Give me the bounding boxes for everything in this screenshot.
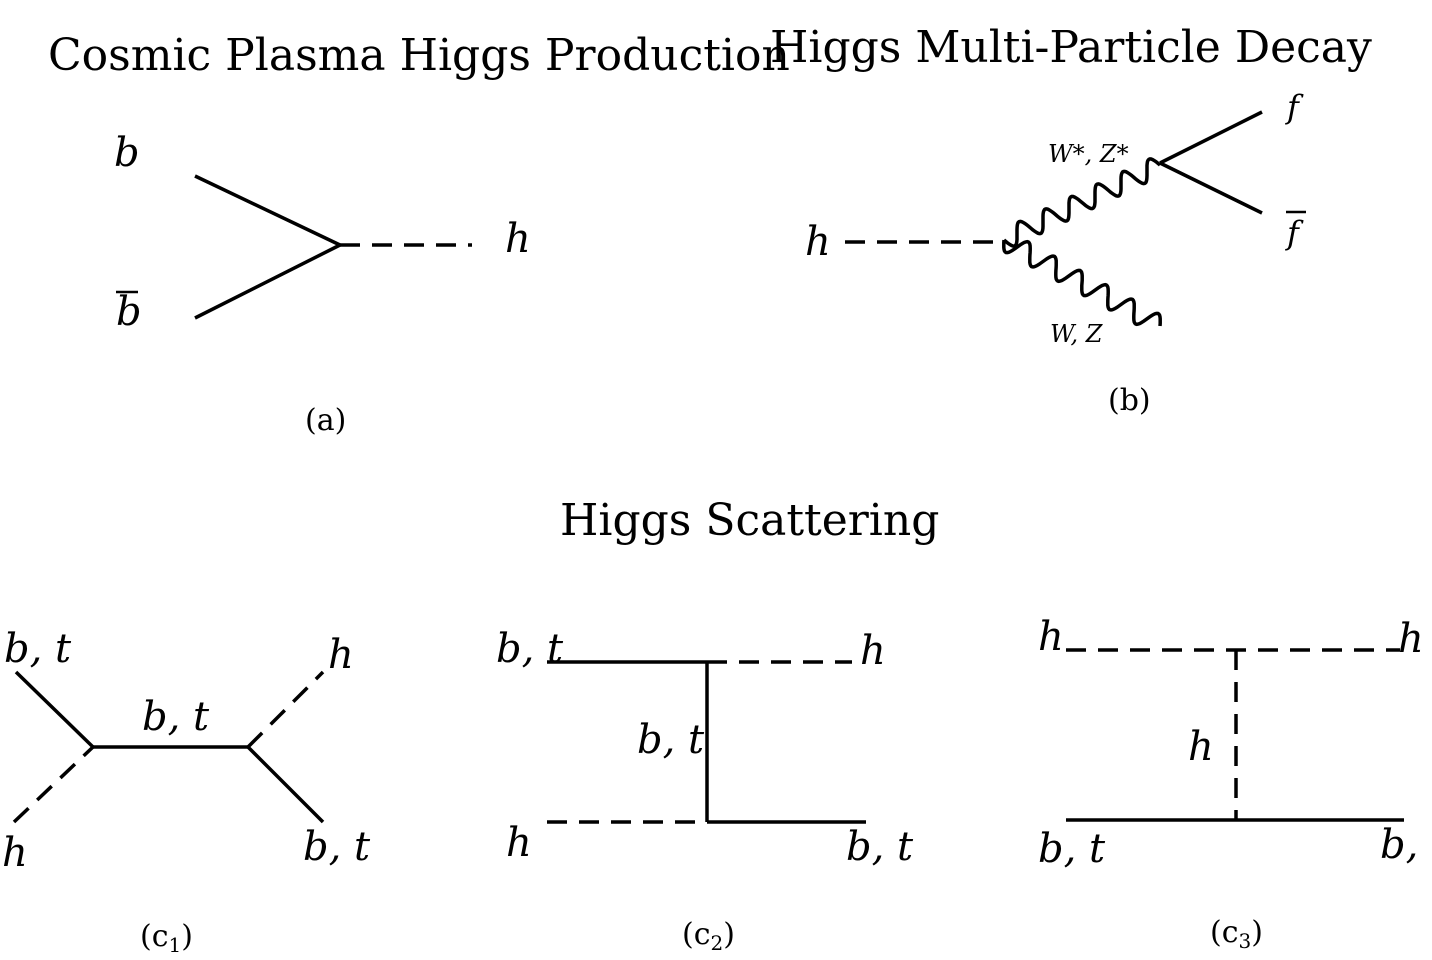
label-propagator: b, t [637,717,705,763]
label-fbar: f [1285,214,1304,252]
fermion-line-fbar [1159,161,1263,215]
fermion-line-b [194,174,341,247]
diagram-c3: h b, t h h b, t (c3) [1038,614,1432,953]
higgs-line-in [12,745,95,824]
label-h: h [505,216,531,262]
label-out-top: h [860,628,886,674]
higgs-line-out [246,670,325,749]
label-in-bottom: h [2,830,28,876]
label-h: h [805,219,831,265]
title-decay: Higgs Multi-Particle Decay [770,22,1372,73]
caption-b: (b) [1108,383,1151,418]
fermion-line-out [246,745,325,824]
title-production: Cosmic Plasma Higgs Production [48,30,790,81]
label-in-top: b, t [496,626,564,672]
fermion-line-bbar [194,243,341,320]
fermion-line-f [1159,110,1263,165]
diagram-a: b b h (a) [114,130,531,438]
diagram-c2: b, t h b, t h b, t (c2) [496,626,914,955]
label-out-bottom: b, t [1380,822,1432,868]
label-out-bottom: b, t [846,824,914,870]
label-in-bottom: b, t [1038,826,1106,872]
label-b: b [114,130,140,176]
label-out-top: h [328,632,354,678]
virtual-boson-line [1002,157,1162,248]
label-out-top: h [1398,616,1424,662]
label-in-top: b, t [4,626,72,672]
boson-line [1002,239,1162,327]
caption-c2: (c2) [682,917,735,955]
caption-c3: (c3) [1210,915,1263,953]
label-propagator: h [1188,724,1214,770]
label-virtual-boson: W*, Z* [1048,140,1129,168]
label-out-bottom: b, t [303,824,371,870]
fermion-line-in [14,670,95,749]
title-scattering: Higgs Scattering [560,495,939,546]
caption-c1: (c1) [140,919,193,957]
label-f: f [1285,88,1304,126]
diagram-b: h W*, Z* W, Z f f (b) [805,88,1306,418]
label-in-top: h [1038,614,1064,660]
label-bbar: b [116,289,142,335]
caption-a: (a) [305,403,346,438]
label-in-bottom: h [506,820,532,866]
label-boson: W, Z [1050,320,1104,348]
diagram-c1: b, t h b, t h b, t (c1) [2,626,371,957]
label-propagator: b, t [142,694,210,740]
